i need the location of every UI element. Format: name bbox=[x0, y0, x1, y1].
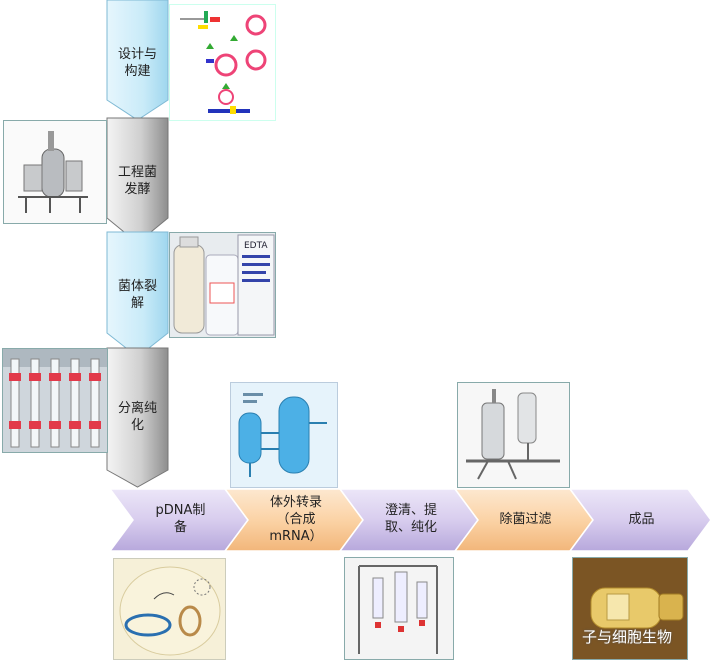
horizontal-step-2-label: 体外转录 （合成 mRNA） bbox=[269, 495, 323, 544]
vertical-step-2-arrow bbox=[106, 117, 169, 244]
horizontal-step-4-label: 除菌过滤 bbox=[499, 512, 552, 527]
sterile-filter-image bbox=[457, 382, 570, 488]
final-product-image bbox=[572, 557, 688, 660]
horizontal-step-1-label: pDNA制 备 bbox=[155, 503, 206, 535]
purification-apparatus-image bbox=[344, 557, 454, 660]
vertical-step-1-arrow bbox=[106, 0, 169, 121]
pdna-plasmid-image bbox=[113, 558, 226, 660]
transcription-reactor-image bbox=[230, 382, 338, 488]
watermark-text: 子与细胞生物 bbox=[582, 628, 673, 646]
vertical-step-3-arrow bbox=[106, 231, 169, 358]
horizontal-step-5-label: 成品 bbox=[628, 512, 655, 527]
horizontal-step-5-chevron bbox=[568, 488, 712, 552]
vertical-step-4-label: 分离纯 化 bbox=[117, 401, 157, 433]
chromatography-columns-image bbox=[2, 348, 108, 453]
horizontal-step-3-label: 澄清、提 取、纯化 bbox=[384, 503, 437, 535]
edta-label: EDTA bbox=[244, 241, 268, 251]
lysis-reagents-image: EDTA bbox=[169, 232, 276, 338]
vertical-step-1-label: 设计与 构建 bbox=[117, 47, 157, 79]
vertical-step-3-label: 菌体裂 解 bbox=[117, 279, 157, 311]
vertical-step-2-label: 工程菌 发酵 bbox=[117, 165, 157, 197]
plasmid-construction-image bbox=[169, 4, 276, 121]
fermenter-image bbox=[3, 120, 107, 224]
